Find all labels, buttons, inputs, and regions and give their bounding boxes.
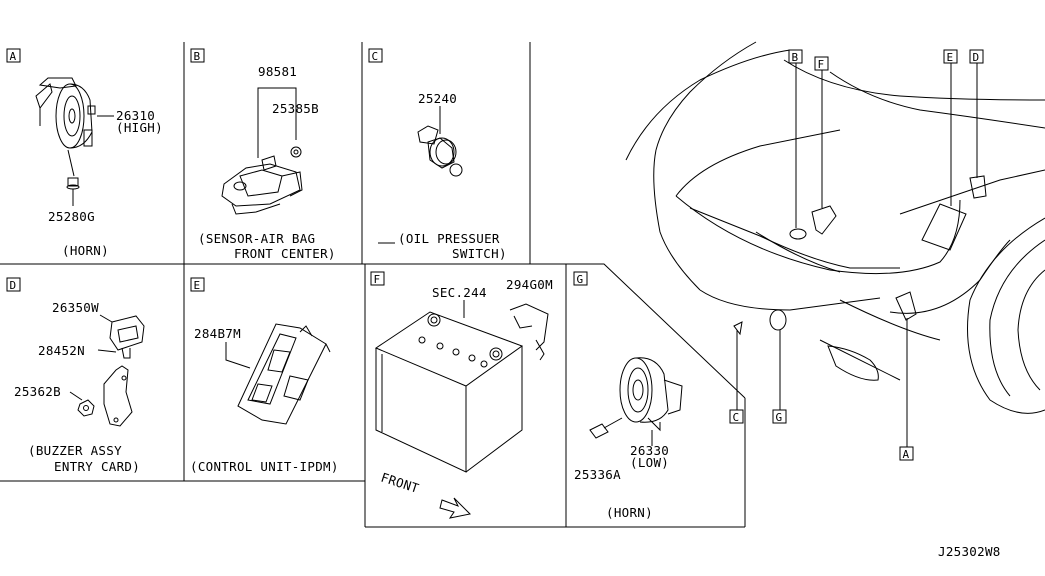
panel-d-caption-line1: (BUZZER ASSY [28,443,122,458]
horn-low-illustration [589,357,683,446]
panel-tag-g [573,271,588,286]
panel-a-caption: (HORN) [62,243,109,258]
part-number-28452n: 28452N [38,343,85,358]
battery-illustration [374,300,549,473]
panel-tag-c [368,48,383,63]
part-note-high: (HIGH) [116,120,163,135]
part-reference-sec244: SEC.244 [432,285,487,300]
panel-d: D 26350W 28452N 25362B (BUZZER ASSY ENTR… [6,277,145,474]
svg-text:F: F [818,58,825,71]
panel-tag-c-label: C [372,50,379,63]
panel-g-caption: (HORN) [606,505,653,520]
vehicle-callout-e: E [943,49,958,64]
svg-text:G: G [776,411,783,424]
part-number-26350w: 26350W [52,300,99,315]
panel-e-caption: (CONTROL UNIT-IPDM) [190,459,339,474]
panel-tag-f [370,271,385,286]
panel-a: A 26310 (HIGH) 25280G (HORN) [6,48,163,258]
panel-g: G 26330 (LOW) 25336A (HORN) [573,271,683,520]
panel-b-caption-line1: (SENSOR-AIR BAG [198,231,315,246]
part-number-284b7m: 284B7M [194,326,241,341]
svg-text:B: B [792,51,799,64]
panel-tag-f-label: F [374,273,381,286]
svg-text:D: D [973,51,980,64]
panel-tag-d [6,277,21,292]
control-unit-ipdm-illustration [225,323,331,425]
part-number-25240: 25240 [418,91,457,106]
svg-text:E: E [947,51,954,64]
panel-c-caption-line2: SWITCH) [452,246,507,261]
part-number-25362b: 25362B [14,384,61,399]
vehicle-callout-g: G [772,409,787,424]
panel-c-caption-line1: (OIL PRESSUER [398,231,500,246]
vehicle-callout-a: A [899,446,914,461]
part-number-98581: 98581 [258,64,297,79]
front-direction-label: FRONT [379,470,421,496]
diagram-id: J25302W8 [938,544,1001,559]
part-number-25336a: 25336A [574,467,621,482]
panel-d-caption-line2: ENTRY CARD) [54,459,140,474]
front-arrow-icon [439,497,472,519]
panel-tag-d-label: D [10,279,17,292]
svg-text:C: C [733,411,740,424]
panel-tag-e [190,277,205,292]
panel-f: F SEC.244 294G0M FRONT [370,271,553,519]
panel-tag-a [6,48,21,63]
panel-b: B 98581 25385B (SENSOR-AIR BAG FRONT CEN… [190,48,336,261]
airbag-sensor-illustration [221,87,303,215]
vehicle-callout-b: B [788,49,803,64]
vehicle-callout-f: F [814,56,829,71]
panel-b-caption-line2: FRONT CENTER) [234,246,336,261]
part-number-25385b: 25385B [272,101,319,116]
panel-tag-b-label: B [194,50,201,63]
vehicle-callout-d: D [969,49,984,64]
panel-tag-g-label: G [577,273,584,286]
horn-high-illustration [35,77,114,206]
panel-tag-b [190,48,205,63]
part-number-294g0m: 294G0M [506,277,553,292]
vehicle-callout-c: C [729,409,744,424]
svg-text:A: A [903,448,910,461]
vehicle-front-illustration [625,41,1045,414]
panel-tag-a-label: A [10,50,17,63]
part-note-low: (LOW) [630,455,669,470]
panel-e: E 284B7M (CONTROL UNIT-IPDM) [190,277,339,474]
part-number-25280g: 25280G [48,209,95,224]
part-number-26310: 26310 [116,108,155,123]
part-number-26330: 26330 [630,443,669,458]
panel-tag-e-label: E [194,279,201,292]
panel-grid [0,42,746,528]
buzzer-assy-illustration [69,314,145,427]
oil-pressure-switch-illustration [417,106,463,177]
panel-c: C 25240 (OIL PRESSUER SWITCH) [368,48,507,261]
vehicle-leader-lines [736,63,978,448]
